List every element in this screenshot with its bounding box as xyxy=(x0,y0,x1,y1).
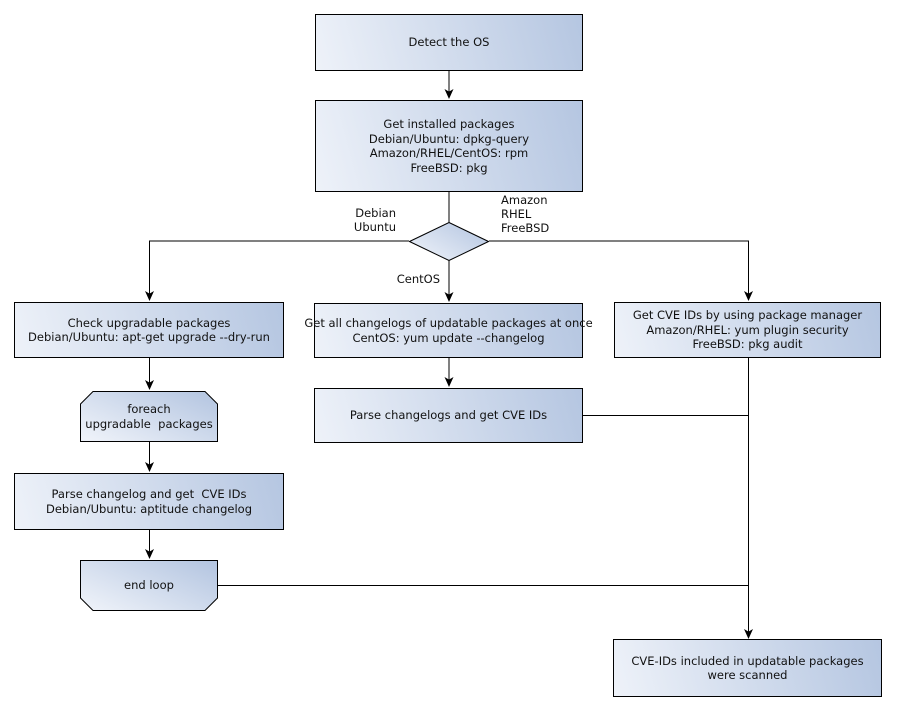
node-foreach-loop-start-label: foreach upgradable packages xyxy=(85,402,213,431)
node-detect-os: Detect the OS xyxy=(315,14,583,71)
node-parse-changelog-label: Parse changelog and get CVE IDs Debian/U… xyxy=(46,487,252,516)
node-get-installed-packages: Get installed packages Debian/Ubuntu: dp… xyxy=(315,100,583,192)
node-check-upgradable-packages-label: Check upgradable packages Debian/Ubuntu:… xyxy=(28,315,270,345)
node-scan-result-label: CVE-IDs included in updatable packages w… xyxy=(631,653,864,683)
edge-label-centos: CentOS xyxy=(396,272,440,286)
node-foreach-loop-start: foreach upgradable packages xyxy=(80,391,218,442)
node-check-upgradable-packages: Check upgradable packages Debian/Ubuntu:… xyxy=(14,302,284,358)
node-get-installed-packages-label: Get installed packages Debian/Ubuntu: dp… xyxy=(368,117,530,175)
node-get-all-changelogs-label: Get all changelogs of updatable packages… xyxy=(304,316,593,345)
node-scan-result: CVE-IDs included in updatable packages w… xyxy=(613,639,882,697)
node-get-all-changelogs: Get all changelogs of updatable packages… xyxy=(304,303,593,358)
node-detect-os-label: Detect the OS xyxy=(408,35,490,50)
node-end-loop-label: end loop xyxy=(124,578,174,593)
node-get-cve-ids-package-manager: Get CVE IDs by using package manager Ama… xyxy=(614,302,881,358)
edge-label-debian-ubuntu: Debian Ubuntu xyxy=(353,206,396,234)
node-get-cve-ids-package-manager-label: Get CVE IDs by using package manager Ama… xyxy=(632,308,863,352)
node-end-loop: end loop xyxy=(80,560,218,611)
node-parse-changelog: Parse changelog and get CVE IDs Debian/U… xyxy=(14,473,284,530)
edge-label-amazon-rhel-freebsd: Amazon RHEL FreeBSD xyxy=(501,193,550,235)
edge-decision-to-get-cve-ids xyxy=(489,240,753,301)
node-parse-changelogs: Parse changelogs and get CVE IDs xyxy=(314,388,583,443)
node-parse-changelogs-label: Parse changelogs and get CVE IDs xyxy=(349,408,548,423)
edge-decision-to-check-upgradable xyxy=(145,240,409,301)
node-os-decision-diamond xyxy=(409,222,489,261)
